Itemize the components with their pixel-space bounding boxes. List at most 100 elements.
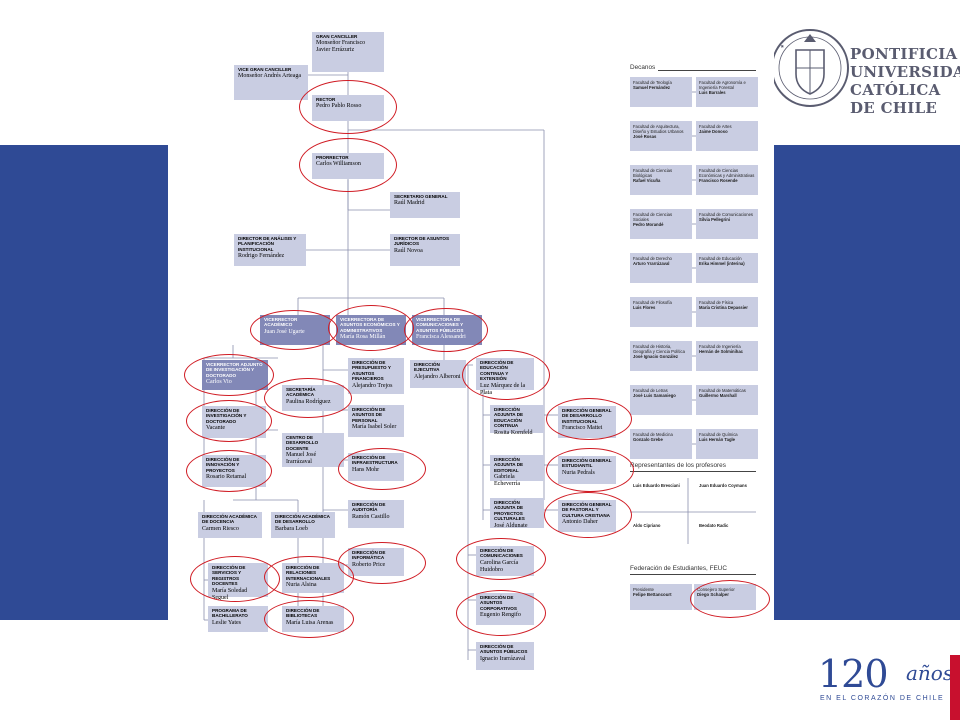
box-dir-infraestructura[interactable]: DIRECCIÓN DE INFRAESTRUCTURA Hans Mohr [348,453,404,481]
box-director-asuntos-juridicos[interactable]: DIRECTOR DE ASUNTOS JURÍDICOS Raúl Novoa [390,234,460,266]
dir-adj-proyectos-culturales-name: José Aldunate [494,522,528,529]
secretario-general-name: Raúl Madrid [394,200,425,207]
decano-name: Samuel Fernández [633,85,671,90]
box-dir-academica-docencia[interactable]: DIRECCIÓN ACADÉMICA DE DOCENCIA Carmen R… [198,512,262,538]
box-vr-adjunto-investigacion[interactable]: VICERRECTOR ADJUNTO DE INVESTIGACIÓN Y D… [202,360,268,390]
box-dir-estudiantil[interactable]: DIRECCIÓN GENERAL ESTUDIANTIL Nuria Pedr… [558,456,616,484]
feuc-consejero-box[interactable]: Consejero Superior Diego Schalper [694,584,756,610]
box-vicerrectora-comunicaciones[interactable]: VICERRECTORA DE COMUNICACIONES Y ASUNTOS… [412,315,482,345]
dir-presupuesto-title: DIRECCIÓN DE PRESUPUESTO Y ASUNTOS FINAN… [352,360,391,382]
university-wordmark: PONTIFICIA UNIVERSIDAD CATÓLICA DE CHILE [850,45,960,117]
decano-item[interactable]: Facultad de Agronomía e Ingeniería Fores… [696,77,758,107]
decano-faculty: Facultad de Ciencias Sociales [633,212,673,222]
box-dir-bibliotecas[interactable]: DIRECCIÓN DE BIBLIOTECAS María Luisa Are… [282,606,344,632]
dir-presupuesto-name: Alejandro Trejos [352,382,393,389]
decano-faculty: Facultad de Física [699,300,734,305]
profesor-2[interactable]: Juan Eduardo Coymans [696,480,750,502]
box-dir-educacion-continua[interactable]: DIRECCIÓN DE EDUCACIÓN CONTINUA Y EXTENS… [476,358,534,396]
dir-investigacion-title: DIRECCIÓN DE INVESTIGACIÓN Y DOCTORADO [206,408,247,424]
box-centro-docente[interactable]: CENTRO DE DESARROLLO DOCENTE Manuel José… [282,433,344,467]
dir-desarrollo-institucional-title: DIRECCIÓN GENERAL DE DESARROLLO INSTITUC… [562,408,612,424]
decano-faculty: Facultad de Historia, Geografía y Cienci… [633,344,685,354]
box-director-analisis[interactable]: DIRECTOR DE ANÁLISIS Y PLANIFICACIÓN INS… [234,234,306,266]
box-dir-academica-desarrollo[interactable]: DIRECCIÓN ACADÉMICA DE DESARROLLO Barbar… [271,512,335,538]
director-asuntos-juridicos-title: DIRECTOR DE ASUNTOS JURÍDICOS [394,236,450,247]
feuc-rule [630,574,756,575]
box-secretaria-academica[interactable]: SECRETARÍA ACADÉMICA Paulina Rodríguez [282,385,344,411]
vr-adjunto-investigacion-name: Carlos Vio [206,379,232,386]
director-analisis-title: DIRECTOR DE ANÁLISIS Y PLANIFICACIÓN INS… [238,236,297,252]
profesor-4[interactable]: Beodato Radic [696,520,750,542]
decano-item[interactable]: Facultad de Ciencias Económicas y Admini… [696,165,758,195]
feuc-presidente-name: Felipe Bettancourt [633,592,672,598]
decano-name: Guillermo Marshall [699,393,737,398]
box-programa-bachillerato[interactable]: PROGRAMA DE BACHILLERATO Leslie Yates [208,606,268,632]
box-secretario-general[interactable]: SECRETARIO GENERAL Raúl Madrid [390,192,460,218]
box-dir-relaciones-internacionales[interactable]: DIRECCIÓN DE RELACIONES INTERNACIONALES … [282,563,344,593]
dir-personal-name: María Isabel Soler [352,424,397,431]
decanos-heading: Decanos [630,64,656,71]
decano-item[interactable]: Facultad de Historia, Geografía y Cienci… [630,341,692,371]
dir-relaciones-internacionales-title: DIRECCIÓN DE RELACIONES INTERNACIONALES [286,565,331,581]
dir-bibliotecas-name: María Luisa Arenas [286,619,334,626]
anniversary-badge: 120 años EN EL CORAZÓN DE CHILE [818,655,953,702]
box-vice-gran-canciller[interactable]: VICE GRAN CANCILLER Monseñor Andrés Arte… [234,65,308,100]
box-prorrector[interactable]: PRORRECTOR Carlos Williamson [312,153,384,179]
dir-ejecutiva-title: DIRECCIÓN EJECUTIVA [414,362,440,373]
feuc-heading: Federación de Estudiantes, FEUC [630,565,727,572]
box-dir-comunicaciones[interactable]: DIRECCIÓN DE COMUNICACIONES Carolina Gar… [476,546,534,576]
vicerrector-academico-name: Juan José Ugarte [264,328,305,335]
box-dir-adj-editorial[interactable]: DIRECCIÓN ADJUNTA DE EDITORIAL Gabriela … [490,455,544,487]
box-vicerrectora-economicos[interactable]: VICERRECTORA DE ASUNTOS ECONÓMICOS Y ADM… [336,315,406,345]
box-dir-pastoral[interactable]: DIRECCIÓN GENERAL DE PASTORAL Y CULTURA … [558,500,616,532]
profesor-3[interactable]: Aldo Cipriano [630,520,684,542]
profesor-1[interactable]: Luis Eduardo Bresciani [630,480,684,502]
box-vicerrector-academico[interactable]: VICERRECTOR ACADÉMICO Juan José Ugarte [260,315,330,345]
dir-investigacion-name: Vacante [206,425,225,432]
vicerrectora-comunicaciones-name: Francisca Alessandri [416,334,466,341]
dir-desarrollo-institucional-name: Francisco Mattei [562,425,603,432]
decano-name: José Luis Samaniego [633,393,676,398]
box-gran-canciller[interactable]: GRAN CANCILLER Monseñor Francisco Javier… [312,32,384,72]
box-dir-asuntos-publicos[interactable]: DIRECCIÓN DE ASUNTOS PÚBLICOS Ignacio Ir… [476,642,534,670]
decano-item[interactable]: Facultad de Arquitectura, Diseño y Estud… [630,121,692,151]
decano-name: Pedro Morandé [633,222,664,227]
box-dir-adj-proyectos-culturales[interactable]: DIRECCIÓN ADJUNTA DE PROYECTOS CULTURALE… [490,498,544,529]
box-dir-presupuesto[interactable]: DIRECCIÓN DE PRESUPUESTO Y ASUNTOS FINAN… [348,358,404,394]
dir-academica-docencia-title: DIRECCIÓN ACADÉMICA DE DOCENCIA [202,514,257,525]
box-dir-innovacion[interactable]: DIRECCIÓN DE INNOVACIÓN Y PROYECTOS Rosa… [202,455,266,487]
programa-bachillerato-title: PROGRAMA DE BACHILLERATO [212,608,248,619]
vicerrectora-comunicaciones-title: VICERRECTORA DE COMUNICACIONES Y ASUNTOS… [416,317,464,333]
decano-faculty: Facultad de Ciencias Económicas y Admini… [699,168,755,178]
box-dir-auditoria[interactable]: DIRECCIÓN DE AUDITORÍA Ramón Castillo [348,500,404,528]
decano-faculty: Facultad de Comunicaciones [699,212,754,217]
feuc-presidente-box[interactable]: Presidente Felipe Bettancourt [630,584,692,610]
profesor-4-name: Beodato Radic [699,523,729,528]
feuc-presidente-label: Presidente [633,587,654,592]
box-dir-informatica[interactable]: DIRECCIÓN DE INFORMÁTICA Roberto Price [348,548,404,576]
box-dir-personal[interactable]: DIRECCIÓN DE ASUNTOS DE PERSONAL María I… [348,405,404,437]
box-dir-servicios-docentes[interactable]: DIRECCIÓN DE SERVICIOS Y REGISTROS DOCEN… [208,563,268,601]
box-dir-adj-educacion-continua[interactable]: DIRECCIÓN ADJUNTA DE EDUCACIÓN CONTINUA … [490,405,544,436]
box-dir-ejecutiva[interactable]: DIRECCIÓN EJECUTIVA Alejandro Alberoni [410,360,466,388]
box-dir-investigacion[interactable]: DIRECCIÓN DE INVESTIGACIÓN Y DOCTORADO V… [202,406,266,438]
dir-infraestructura-name: Hans Mohr [352,466,380,473]
box-dir-desarrollo-institucional[interactable]: DIRECCIÓN GENERAL DE DESARROLLO INSTITUC… [558,406,616,438]
box-rector[interactable]: RECTOR Pedro Pablo Rosso [312,95,384,121]
dir-innovacion-title: DIRECCIÓN DE INNOVACIÓN Y PROYECTOS [206,457,240,473]
box-dir-asuntos-corporativos[interactable]: DIRECCIÓN DE ASUNTOS CORPORATIVOS Eugeni… [476,593,534,625]
